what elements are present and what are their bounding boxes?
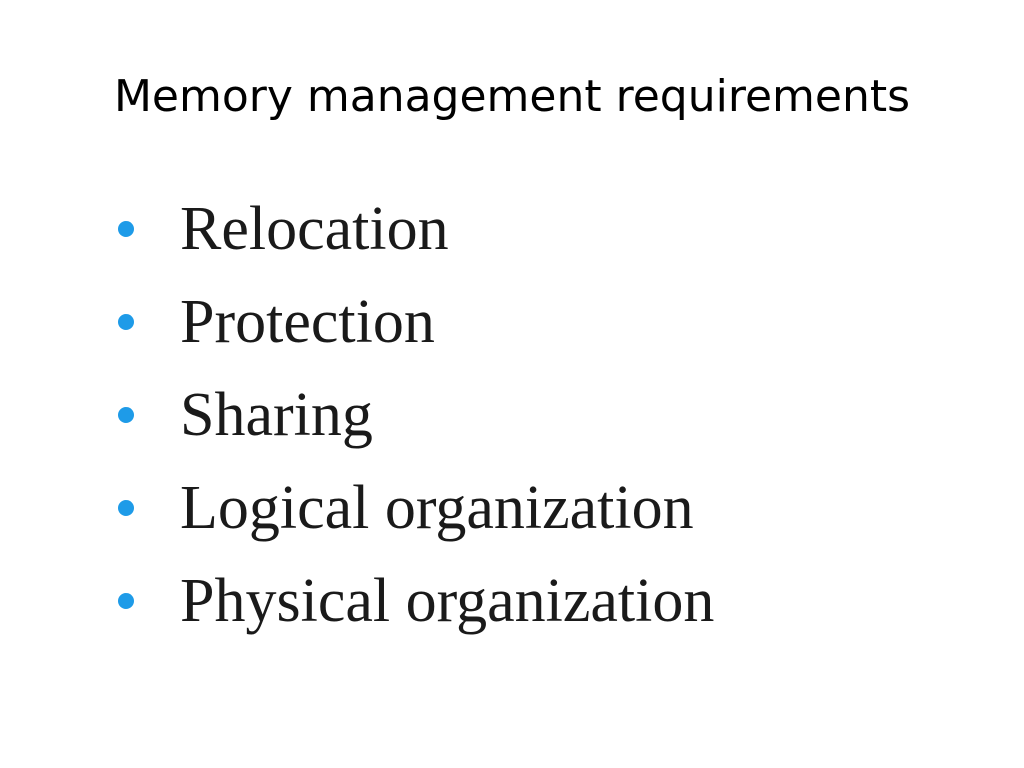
bullet-dot-icon	[118, 220, 134, 237]
slide-title: Memory management requirements	[113, 71, 911, 122]
list-item: Logical organization	[118, 461, 714, 554]
bullet-dot-icon	[118, 406, 134, 423]
bullet-dot-icon	[118, 313, 134, 330]
bullet-list: Relocation Protection Sharing Logical or…	[118, 182, 714, 647]
bullet-text: Relocation	[180, 194, 449, 263]
list-item: Protection	[118, 275, 714, 368]
bullet-text: Logical organization	[180, 473, 694, 542]
bullet-text: Sharing	[180, 380, 373, 449]
bullet-text: Physical organization	[180, 566, 715, 635]
bullet-dot-icon	[118, 499, 134, 516]
list-item: Relocation	[118, 182, 714, 275]
list-item: Sharing	[118, 368, 714, 461]
bullet-text: Protection	[180, 287, 435, 356]
bullet-dot-icon	[118, 592, 134, 609]
list-item: Physical organization	[118, 554, 714, 647]
